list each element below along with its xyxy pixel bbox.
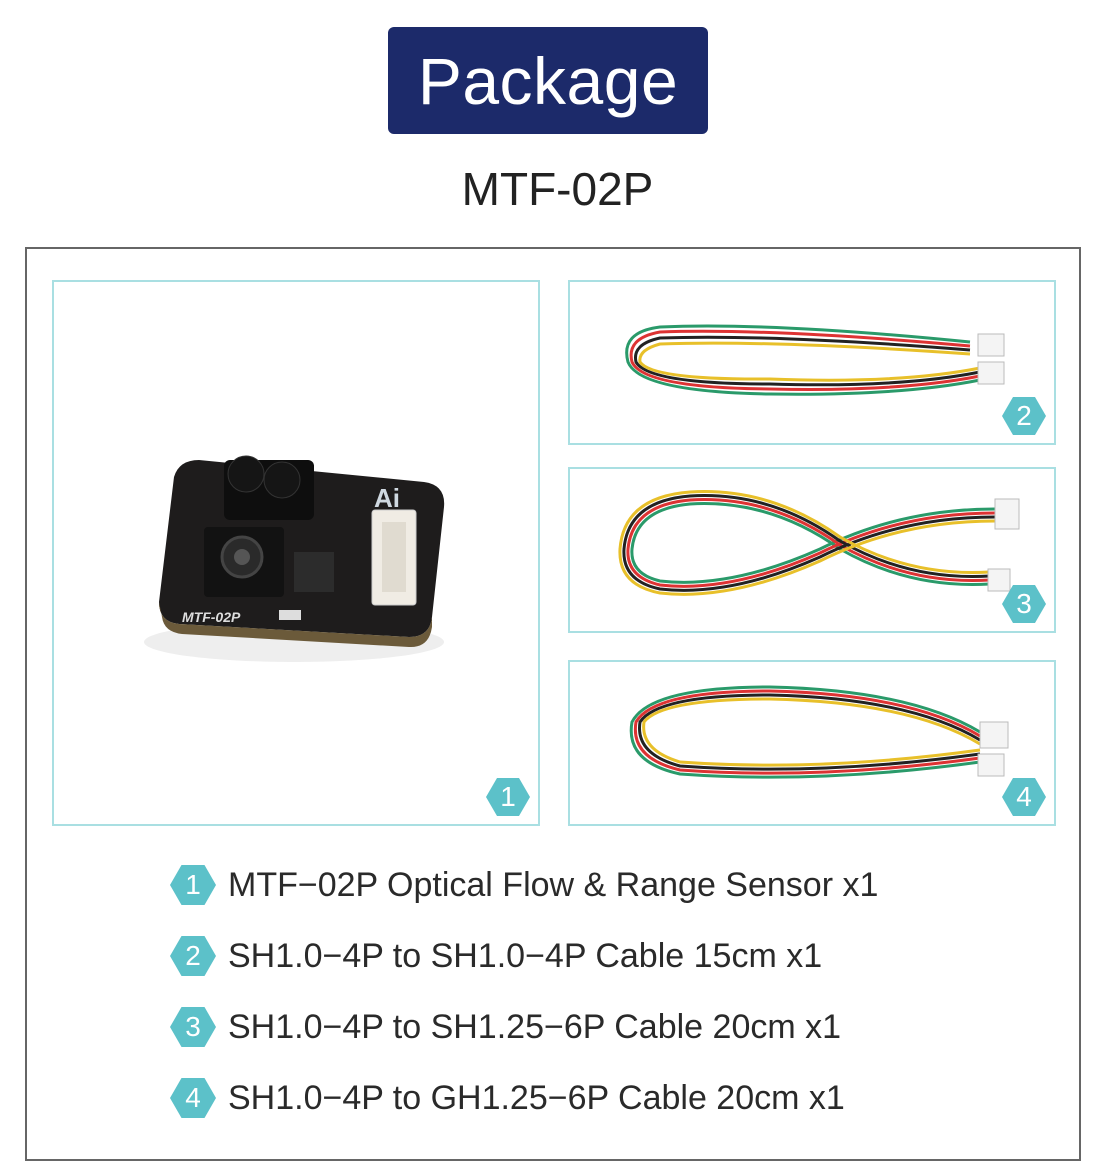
sensor-panel: Ai MTF-02P 1 — [52, 280, 540, 826]
board-label: MTF-02P — [182, 609, 241, 625]
badge-1-icon: 1 — [170, 865, 216, 905]
model-name: MTF-02P — [461, 163, 654, 215]
cable-panel-4: 4 — [568, 660, 1056, 826]
contents-label-1: MTF−02P Optical Flow & Range Sensor x1 — [228, 865, 879, 904]
contents-item-1: 1 MTF−02P Optical Flow & Range Sensor x1 — [170, 863, 878, 907]
contents-item-3: 3 SH1.0−4P to SH1.25−6P Cable 20cm x1 — [170, 1005, 841, 1049]
package-contents-frame — [25, 247, 1081, 1161]
contents-label-4: SH1.0−4P to GH1.25−6P Cable 20cm x1 — [228, 1078, 845, 1117]
svg-text:Ai: Ai — [374, 483, 400, 513]
cable-panel-2: 2 — [568, 280, 1056, 445]
contents-item-2: 2 SH1.0−4P to SH1.0−4P Cable 15cm x1 — [170, 934, 822, 978]
contents-label-3: SH1.0−4P to SH1.25−6P Cable 20cm x1 — [228, 1007, 842, 1046]
sensor-board-image: Ai MTF-02P — [144, 455, 445, 662]
cable-image-4 — [629, 685, 1009, 779]
contents-label-2: SH1.0−4P to SH1.0−4P Cable 15cm x1 — [228, 936, 823, 975]
badge-4-icon: 4 — [170, 1078, 216, 1118]
badge-2-icon: 2 — [170, 936, 216, 976]
cable-panel-3: 3 — [568, 467, 1056, 633]
badge-3-icon: 3 — [170, 1007, 216, 1047]
package-title: Package — [417, 43, 679, 118]
contents-item-4: 4 SH1.0−4P to GH1.25−6P Cable 20cm x1 — [170, 1076, 845, 1120]
package-title-banner: Package — [388, 27, 708, 134]
cable-image-2 — [625, 324, 1005, 396]
cable-image-3 — [618, 490, 1020, 596]
